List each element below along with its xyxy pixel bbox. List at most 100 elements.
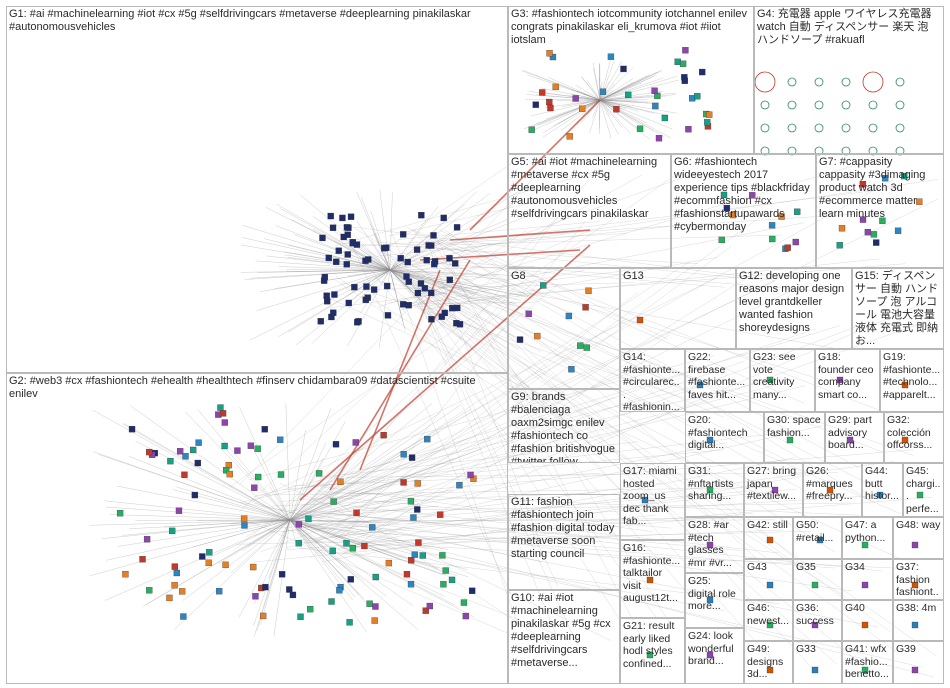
group-panel-g12[interactable]: G12: developing one reasons major design… [736,268,852,349]
network-edge [135,440,291,521]
group-panel-g33[interactable]: G33 [793,641,842,684]
network-edge [599,78,634,101]
group-panel-g30[interactable]: G30: space fashion... [764,412,825,463]
group-panel-g42[interactable]: G42: still [744,517,793,559]
network-node [199,553,206,560]
group-panel-g18[interactable]: G18: founder ceo company smart co... [815,349,880,412]
group-panel-g31[interactable]: G31: #nftartists sharing... [685,463,744,517]
network-node [277,471,285,478]
network-node [339,214,346,222]
group-label: G49: designs 3d... [747,643,784,680]
group-label: G35 [796,561,816,573]
network-edge [389,269,522,301]
network-node [178,588,186,595]
network-node [370,286,378,293]
group-panel-g36[interactable]: G36: success [793,600,842,641]
network-node [372,573,379,581]
group-panel-g8[interactable]: G8 [508,268,620,389]
group-panel-g21[interactable]: G21: result early liked hodl styles conf… [620,618,685,684]
group-panel-g23[interactable]: G23: see vote creativity many... [750,349,815,412]
network-node [814,77,824,87]
network-edge [389,199,523,271]
network-edge [435,302,937,657]
network-node [861,666,869,674]
group-panel-g44[interactable]: G44: butt histor... [862,463,903,517]
group-panel-g32[interactable]: G32: colección offcorss... [884,412,944,463]
network-edge [289,519,296,543]
group-panel-g50[interactable]: G50: #retail... [793,517,842,559]
network-edge [599,99,627,109]
network-edge [206,519,291,560]
group-panel-g38[interactable]: G38: 4m [893,600,944,641]
network-edge [345,472,838,478]
group-panel-g34[interactable]: G34 [842,559,893,600]
group-panel-g20[interactable]: G20: #fashiontech digital... [685,412,764,463]
network-node [352,439,359,446]
group-label: G9: brands #balenciaga oaxm2simgc enilev… [511,391,615,463]
group-panel-g26[interactable]: G26: #marques #freepry... [803,463,862,517]
group-label: G1: #ai #machinelearning #iot #cx #5g #s… [9,8,471,33]
group-panel-g45[interactable]: G45: chargi... perfe... [903,463,944,517]
group-panel-g22[interactable]: G22: firebase #fashionte... faves hit... [685,349,750,412]
network-node [636,316,644,324]
group-panel-g43[interactable]: G43 [744,559,793,600]
group-panel-g35[interactable]: G35 [793,559,842,600]
group-panel-g15[interactable]: G15: ディスペンサー 自動 ハンドソープ 泡 アルコール 電池大容量 液体 … [852,268,944,349]
network-node [397,255,404,262]
group-panel-g41[interactable]: G41: wfx #fashio... benetto... [842,641,893,684]
group-panel-g9[interactable]: G9: brands #balenciaga oaxm2simgc enilev… [508,389,620,463]
network-node [901,381,909,389]
group-label: G37: fashion fashiont... [896,561,939,599]
network-edge [289,430,306,521]
group-panel-g48[interactable]: G48: way [893,517,944,559]
network-node [881,175,889,182]
group-panel-g27[interactable]: G27: bring japan #textilew... [744,463,803,517]
group-panel-g46[interactable]: G46: newest... [744,600,793,641]
network-node [846,436,854,444]
network-edge [146,519,291,605]
network-edge [238,519,291,618]
network-edge [289,519,371,608]
network-node [448,576,456,584]
group-panel-g16[interactable]: G16: #fashionte... talktailor visit augu… [620,540,685,618]
network-edge [320,486,653,532]
network-node [422,607,429,614]
group-panel-g39[interactable]: G39 [893,641,944,684]
group-panel-g4[interactable]: G4: 充電器 apple ワイヤレス充電器 watch 自動 ディスペンサー … [754,6,944,154]
group-panel-g13[interactable]: G13 [620,268,736,349]
group-panel-g10[interactable]: G10: #ai #iot #machinelearning pinakilas… [508,590,620,684]
network-edge [553,99,601,127]
group-panel-g47[interactable]: G47: a python... [842,517,893,559]
group-panel-g37[interactable]: G37: fashion fashiont... [893,559,944,600]
network-node [349,545,357,552]
group-panel-g24[interactable]: G24: look wonderful brand... [685,628,744,684]
network-node [337,478,344,485]
group-panel-g7[interactable]: G7: #cappasity cappasity #3dimaging prod… [816,154,944,268]
group-label: G38: 4m [896,602,937,614]
network-node [454,304,461,312]
group-panel-g40[interactable]: G40 [842,600,893,641]
group-panel-g14[interactable]: G14: #fashionte... #circularec... #fashi… [620,349,685,412]
group-panel-g1[interactable]: G1: #ai #machinelearning #iot #cx #5g #s… [6,6,508,373]
network-node [706,651,714,659]
network-edge [106,519,291,561]
network-edge [589,99,601,133]
group-panel-g28[interactable]: G28: #ar #tech glasses #mr #vr... [685,517,744,573]
network-node [421,285,429,292]
group-panel-g5[interactable]: G5: #ai #iot #machinelearning #metaverse… [508,154,671,268]
network-node [353,509,360,516]
group-panel-g49[interactable]: G49: designs 3d... [744,641,793,684]
group-panel-g19[interactable]: G19: #fashionte... #technolo... #apparel… [880,349,944,412]
network-node [911,581,919,589]
network-edge [289,519,387,597]
group-panel-g11[interactable]: G11: fashion #fashiontech join #fashion … [508,494,620,590]
network-node [549,53,557,61]
group-panel-g2[interactable]: G2: #web3 #cx #fashiontech #ehealth #hea… [6,373,508,684]
network-node [219,410,227,417]
network-edge [241,237,391,271]
group-panel-g25[interactable]: G25: digital role more... [685,573,744,628]
group-panel-g3[interactable]: G3: #fashiontech iotcommunity iotchannel… [508,6,754,154]
group-panel-g17[interactable]: G17: miami hosted zoom_us dec thank fab.… [620,463,685,540]
group-panel-g6[interactable]: G6: #fashiontech wideeyestech 2017 exper… [671,154,816,268]
group-panel-g29[interactable]: G29: part advisory board... [825,412,884,463]
